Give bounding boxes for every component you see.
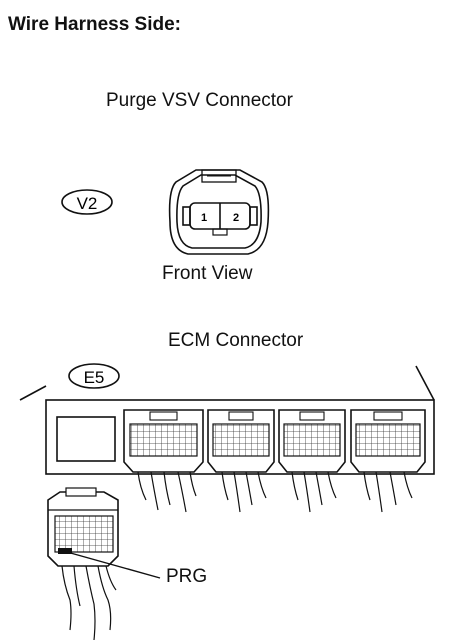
harness-connector (47, 487, 119, 641)
ecm-connector-block-2 (207, 409, 275, 513)
prg-pin-marker (58, 548, 72, 554)
page-title: Wire Harness Side: (8, 14, 182, 35)
e5-code-badge: E5 (68, 363, 120, 389)
pin-2-label: 2 (233, 212, 239, 224)
purge-vsv-connector-title: Purge VSV Connector (106, 90, 293, 111)
purge-vsv-connector (168, 169, 270, 255)
ecm-connector-block-3 (278, 409, 346, 513)
prg-pin-label: PRG (166, 566, 208, 587)
prg-leader-line (66, 551, 161, 579)
ecm-connector-title: ECM Connector (168, 330, 304, 351)
pin-1-label: 1 (201, 212, 207, 224)
e5-code-text: E5 (84, 368, 105, 387)
v2-code-text: V2 (77, 194, 98, 213)
ecm-connector-block-4 (350, 409, 426, 513)
ecm-connector-block-1 (123, 409, 204, 513)
front-view-label: Front View (162, 263, 253, 284)
v2-code-badge: V2 (61, 189, 113, 215)
